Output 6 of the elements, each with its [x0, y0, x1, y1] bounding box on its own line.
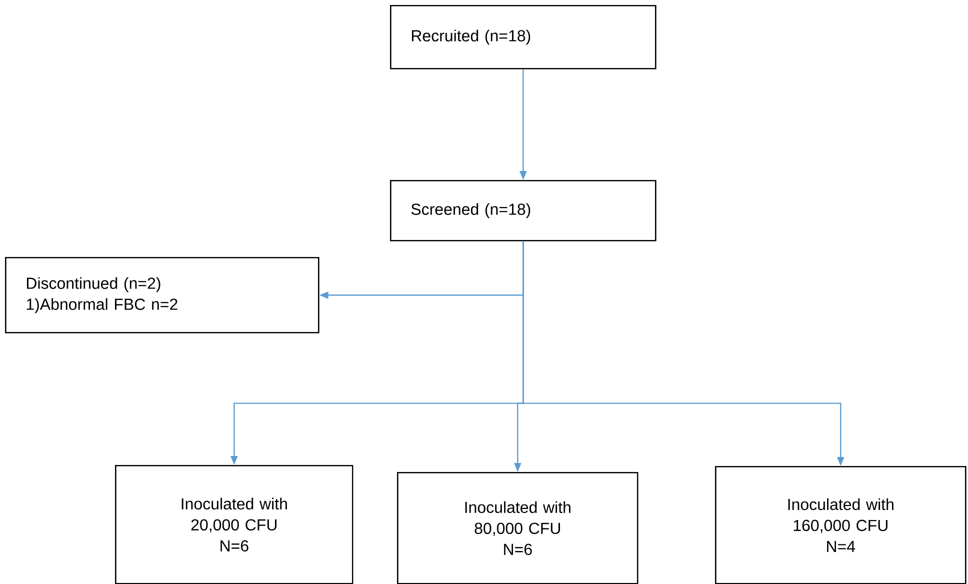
- process-box: Inoculated with 80,000 CFU N=6: [397, 472, 638, 584]
- process-box: Inoculated with 20,000 CFU N=6: [115, 465, 354, 584]
- process-box: Screened (n=18): [390, 180, 656, 242]
- process-box: Recruited (n=18): [390, 5, 656, 70]
- process-box: Inoculated with 160,000 CFU N=4: [715, 466, 966, 584]
- process-box: Discontinued (n=2) 1)Abnormal FBC n=2: [5, 257, 320, 334]
